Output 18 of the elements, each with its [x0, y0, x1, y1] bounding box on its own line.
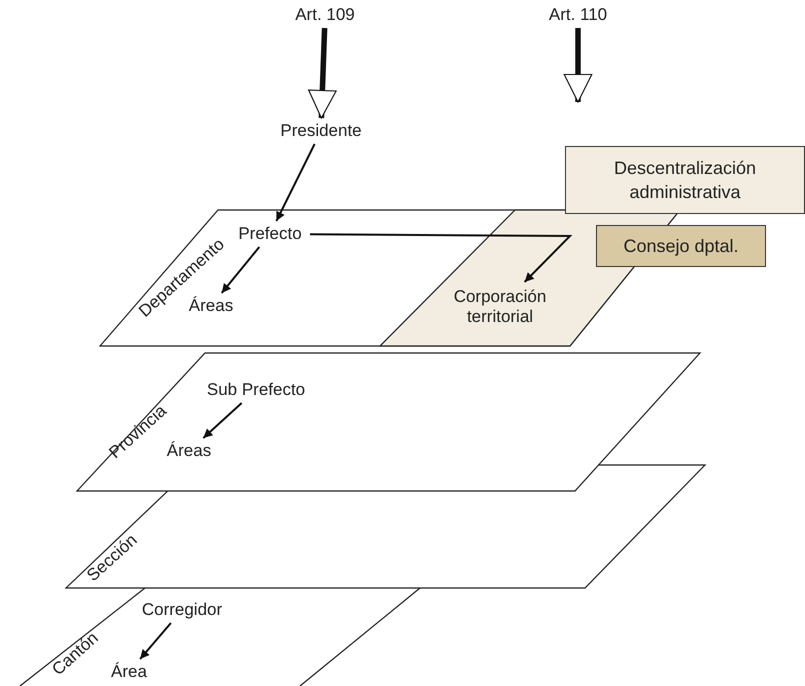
arrow	[276, 144, 316, 222]
article-label: Art. 110	[537, 2, 619, 28]
arrow	[310, 233, 572, 283]
office-label: Áreas	[158, 438, 220, 464]
office-label: Prefecto	[230, 221, 310, 247]
arrow	[139, 622, 172, 660]
article-label: Art. 109	[284, 2, 366, 28]
office-label: Área	[100, 659, 158, 685]
info-box: Consejo dptal.	[596, 225, 766, 267]
body-label: Corporación territorial	[452, 286, 548, 328]
office-label: Sub Prefecto	[192, 377, 320, 403]
office-label: Presidente	[268, 118, 374, 144]
block-arrow	[564, 28, 592, 103]
office-label: Corregidor	[130, 597, 234, 623]
block-arrow	[308, 28, 337, 119]
arrow	[220, 246, 260, 294]
info-box: Descentralización administrativa	[565, 146, 805, 214]
arrow	[202, 402, 242, 439]
